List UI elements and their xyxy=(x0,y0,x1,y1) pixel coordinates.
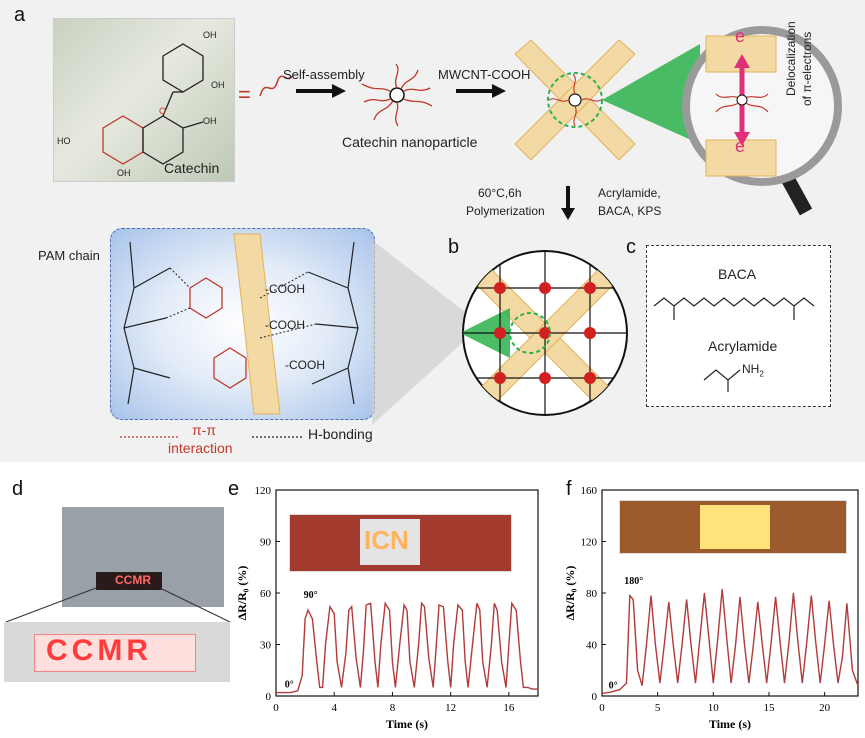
chart-e-y-tick-label: 60 xyxy=(260,588,272,600)
reagent-structures-box xyxy=(646,245,831,407)
chart-e-x-tick-label: 16 xyxy=(503,702,515,714)
pi-legend-line xyxy=(120,436,180,438)
led-text-small: CCMR xyxy=(115,573,151,587)
panel-label-e: e xyxy=(228,478,240,500)
acrylamide-label: Acrylamide xyxy=(708,338,778,354)
condition-polymerization: Polymerization xyxy=(466,204,545,218)
cooh-label-1: -COOH xyxy=(265,282,305,296)
delocalization-label-1: Delocalization xyxy=(784,21,798,96)
legend-pi-label-2: interaction xyxy=(168,440,233,456)
catechin-nanoparticle-icon xyxy=(361,63,433,127)
panel-label-c: c xyxy=(626,236,636,258)
catechin-label: Catechin xyxy=(164,160,220,176)
magnifier-icon xyxy=(682,26,842,216)
led-text-e: ICN xyxy=(364,525,409,555)
reagents-line-1: Acrylamide, xyxy=(598,186,661,200)
electron-label-bottom: e xyxy=(735,136,746,156)
chart-e-annotation: 0° xyxy=(285,679,294,690)
chart-e-x-tick-label: 0 xyxy=(273,702,279,714)
legend-hbond-label: H-bonding xyxy=(308,426,373,442)
svg-text:OH: OH xyxy=(203,116,217,126)
chart-e-y-tick-label: 120 xyxy=(255,485,272,497)
svg-text:OH: OH xyxy=(203,30,217,40)
catechin-leaf-photo xyxy=(53,18,235,182)
photo-led-bend-180 xyxy=(619,500,847,554)
arrow-down-icon xyxy=(561,186,575,220)
svg-text:OH: OH xyxy=(117,168,131,178)
chart-f-y-tick-label: 80 xyxy=(586,588,598,600)
zoom-lines xyxy=(5,587,231,623)
chart-f-x-tick-label: 0 xyxy=(599,702,605,714)
pam-chain-label: PAM chain xyxy=(38,248,100,263)
self-assembly-label: Self-assembly xyxy=(283,67,365,82)
nh2-label: NH2 xyxy=(742,362,764,379)
chart-f-x-tick-label: 10 xyxy=(708,702,720,714)
chart-f-x-axis-label: Time (s) xyxy=(709,717,751,731)
panel-label-a: a xyxy=(14,4,26,26)
photo-led-bend-90: ICN xyxy=(289,514,512,572)
chart-e-y-tick-label: 90 xyxy=(260,537,272,549)
arrow-right-icon-2 xyxy=(456,84,506,98)
condition-temp: 60°C,6h xyxy=(478,186,522,200)
chart-e-annotation: 90° xyxy=(304,590,318,601)
chart-f-y-tick-label: 160 xyxy=(581,485,598,497)
chart-e-x-tick-label: 4 xyxy=(331,702,337,714)
chart-f-series-line xyxy=(601,589,859,695)
legend-pi-label: π-π xyxy=(192,422,216,438)
chart-e-series-line xyxy=(276,601,538,694)
electron-label-top: e xyxy=(735,26,746,46)
chart-f-x-tick-label: 5 xyxy=(655,702,661,714)
chart-f-y-axis-label: ΔR/R₀ (%) xyxy=(563,566,577,621)
cooh-label-2: -COOH xyxy=(265,318,305,332)
chart-f-y-tick-label: 0 xyxy=(592,691,598,703)
equals-sign: = xyxy=(238,82,251,107)
panel-label-b: b xyxy=(448,236,460,258)
hydrogel-network-diagram xyxy=(462,250,628,416)
chart-e-x-tick-label: 12 xyxy=(445,702,456,714)
panel-label-d: d xyxy=(12,478,24,500)
reagents-line-2: BACA, KPS xyxy=(598,204,662,218)
arrow-right-icon xyxy=(296,84,346,98)
pam-network-diagram xyxy=(123,233,359,415)
chart-f-x-tick-label: 15 xyxy=(763,702,775,714)
nanoparticle-label: Catechin nanoparticle xyxy=(342,134,478,150)
chart-e-x-tick-label: 8 xyxy=(390,702,396,714)
magnify-cone xyxy=(602,44,700,144)
led-zoom-frame: CCMR xyxy=(96,572,162,590)
zoom-cone xyxy=(372,240,482,425)
panel-label-f: f xyxy=(566,478,572,500)
catechin-structure: O OH OH OH HO OH xyxy=(57,30,225,178)
chart-f-y-tick-label: 120 xyxy=(581,537,598,549)
hbond-legend-line xyxy=(252,436,302,438)
chart-e-y-axis-label: ΔR/R₀ (%) xyxy=(235,566,249,621)
chart-f-annotation: 180° xyxy=(624,576,643,587)
chart-e-y-tick-label: 0 xyxy=(266,691,272,703)
mwcnt-label: MWCNT-COOH xyxy=(438,67,531,82)
chart-e-y-tick-label: 30 xyxy=(260,640,272,652)
chart-f-y-tick-label: 40 xyxy=(586,640,598,652)
baca-label: BACA xyxy=(718,266,757,282)
baca-structure xyxy=(653,297,815,320)
delocalization-label-2: of π-electrons xyxy=(800,31,814,106)
photo-led-array: CCMR xyxy=(4,622,230,682)
svg-text:HO: HO xyxy=(57,136,71,146)
chart-f-x-tick-label: 20 xyxy=(819,702,831,714)
chart-f-annotation: 0° xyxy=(609,680,618,691)
chart-e-x-axis-label: Time (s) xyxy=(386,717,428,731)
led-text-large: CCMR xyxy=(46,634,152,667)
svg-text:O: O xyxy=(159,106,166,116)
svg-text:OH: OH xyxy=(211,80,225,90)
cooh-label-3: -COOH xyxy=(285,358,325,372)
catechin-squiggle-icon xyxy=(259,75,293,97)
acrylamide-structure xyxy=(703,369,741,392)
